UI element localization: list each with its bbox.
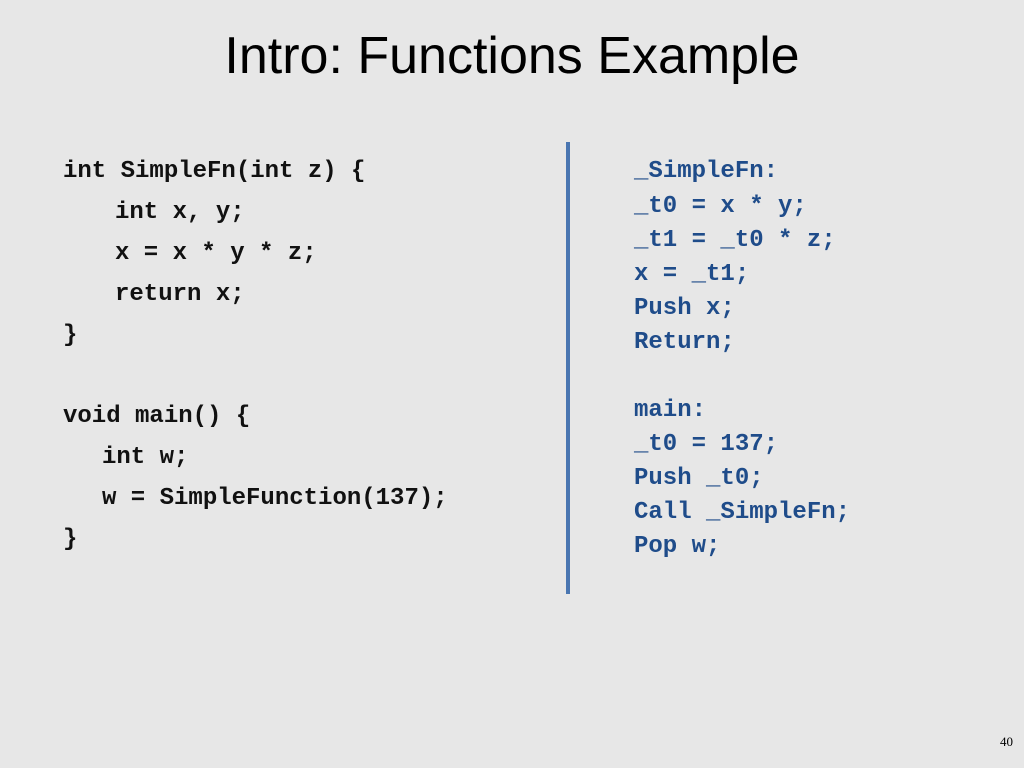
vertical-divider — [566, 142, 570, 594]
ir-line: x = _t1; — [634, 261, 750, 288]
source-code-block: int SimpleFn(int z) { int x, y; x = x * … — [63, 0, 553, 600]
page-number: 40 — [1000, 734, 1013, 749]
slide-title: Intro: Functions Example — [224, 27, 800, 85]
ir-line: Return; — [634, 329, 735, 356]
ir-line: Pop w; — [634, 533, 721, 560]
source-line: x = x * y * z; — [115, 240, 317, 267]
ir-line: main: — [634, 397, 707, 424]
ir-line: _t0 = x * y; — [634, 193, 807, 220]
source-line: w = SimpleFunction(137); — [102, 485, 448, 512]
source-line: void main() { — [63, 403, 251, 430]
ir-line: Push x; — [634, 295, 735, 322]
source-line: int w; — [102, 444, 189, 471]
ir-line: _t1 = _t0 * z; — [634, 227, 836, 254]
ir-line: _t0 = 137; — [634, 431, 779, 458]
ir-line: Push _t0; — [634, 465, 764, 492]
ir-code-block: _SimpleFn: _t0 = x * y; _t1 = _t0 * z; x… — [634, 0, 994, 600]
ir-line: Call _SimpleFn; — [634, 499, 851, 526]
source-line: } — [63, 526, 78, 553]
source-line: int SimpleFn(int z) { — [63, 158, 366, 185]
source-line: } — [63, 322, 78, 349]
source-line: int x, y; — [115, 199, 245, 226]
ir-line: _SimpleFn: — [634, 158, 779, 185]
source-line: return x; — [115, 281, 245, 308]
